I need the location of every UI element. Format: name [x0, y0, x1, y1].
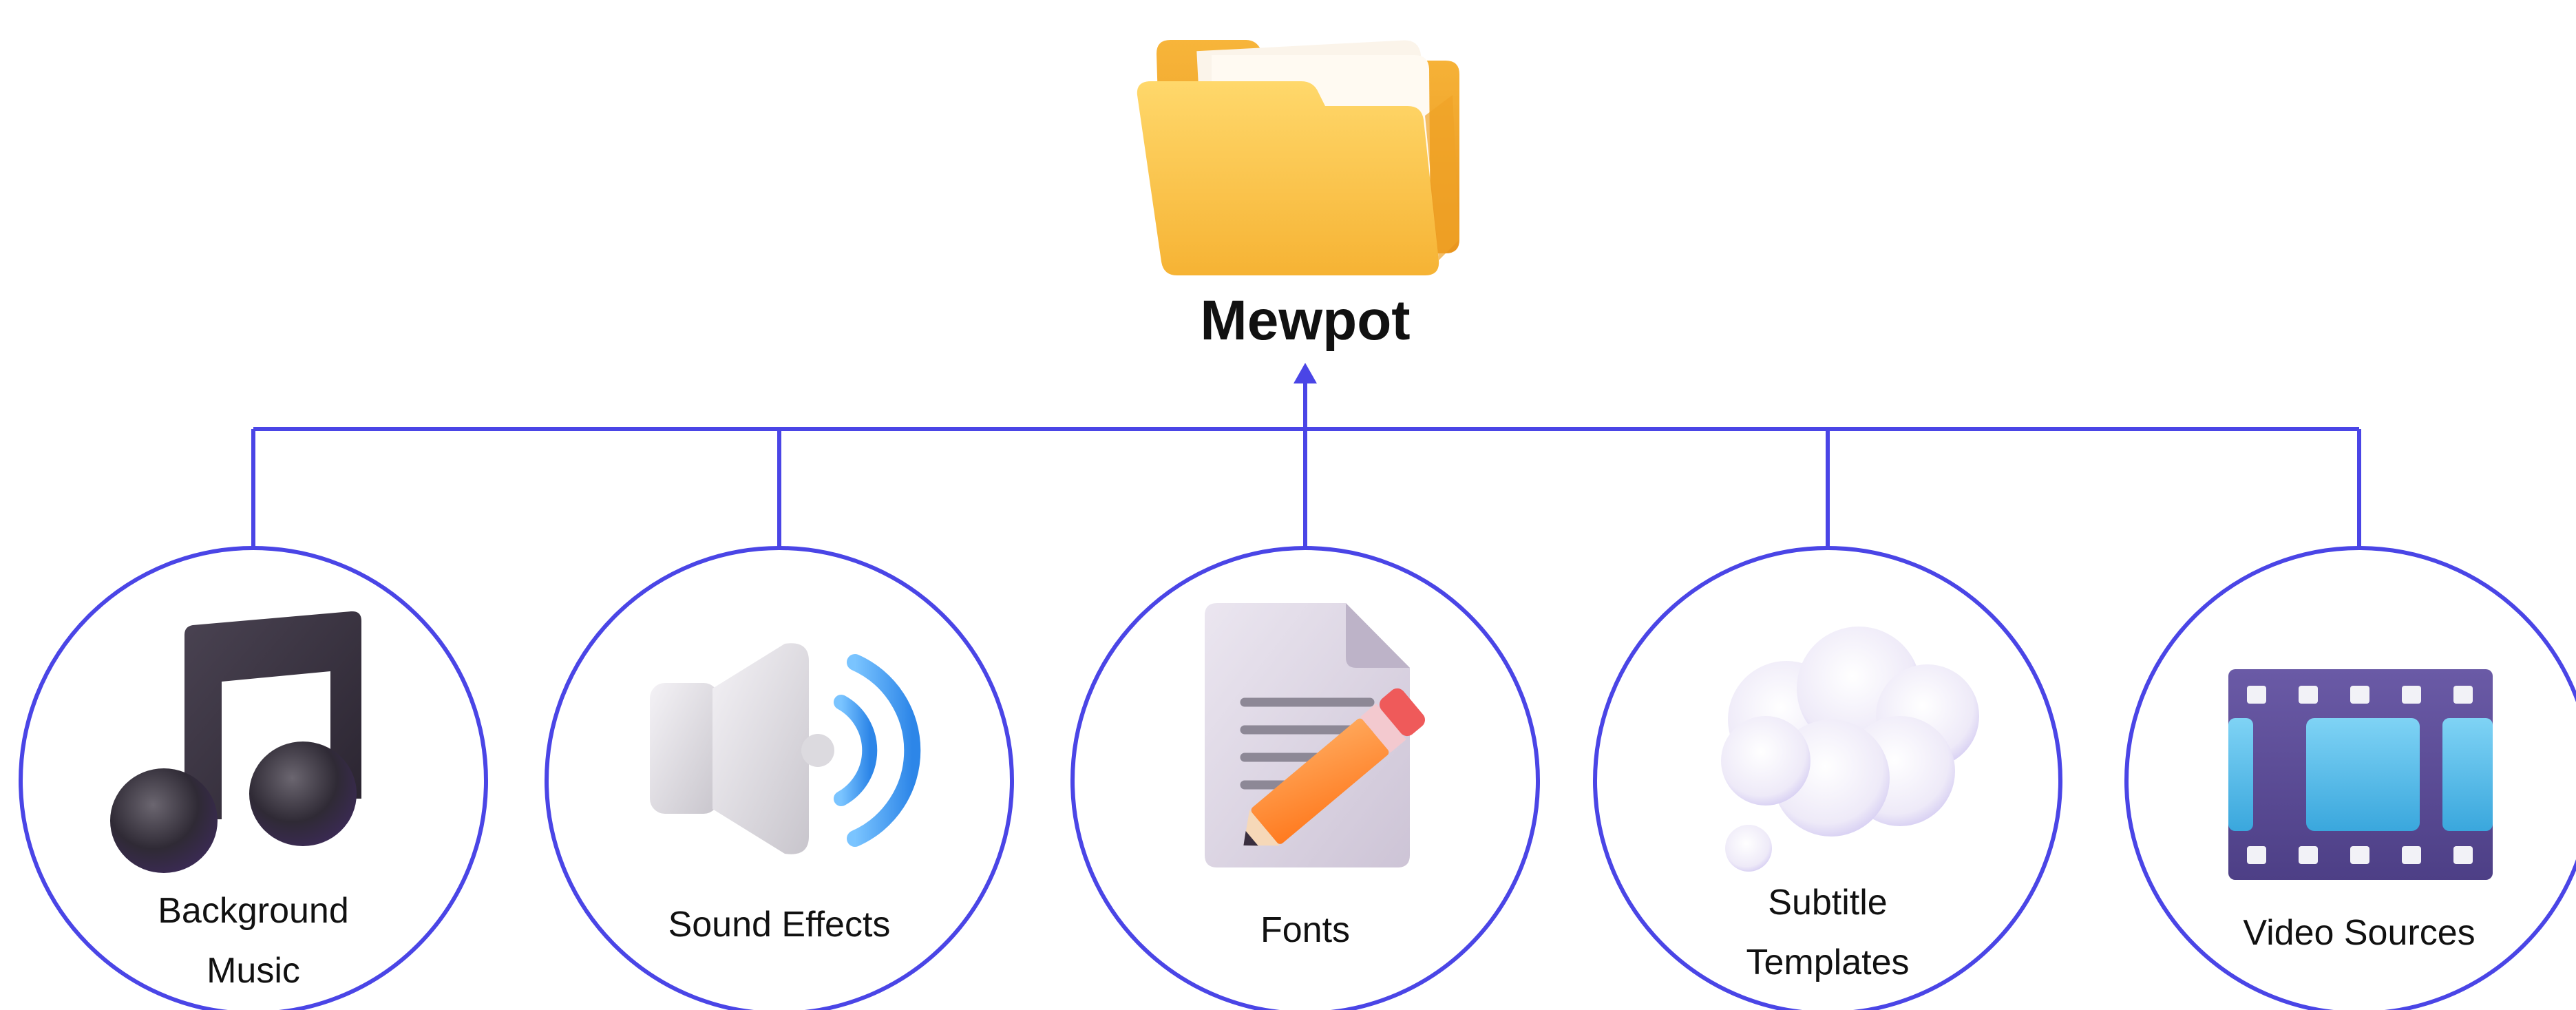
label-sound-effects: Sound Effects	[668, 905, 891, 945]
label-video-sources: Video Sources	[2243, 913, 2475, 953]
music-note-icon	[110, 611, 361, 873]
label-fonts: Fonts	[1260, 910, 1350, 950]
speaker-icon	[650, 643, 921, 854]
label-subtitle-templates-line2: Templates	[1746, 943, 1910, 982]
folder-icon	[1137, 40, 1459, 275]
connector-lines	[251, 377, 2361, 548]
film-strip-icon	[2228, 669, 2493, 880]
label-background-music-line2: Music	[207, 951, 300, 991]
document-pencil-icon	[1205, 603, 1425, 867]
arrowhead-icon	[1294, 363, 1317, 383]
label-subtitle-templates-line1: Subtitle	[1768, 883, 1887, 923]
thought-bubble-icon	[1721, 627, 1979, 872]
root-title: Mewpot	[1200, 289, 1410, 352]
label-background-music-line1: Background	[158, 891, 349, 931]
